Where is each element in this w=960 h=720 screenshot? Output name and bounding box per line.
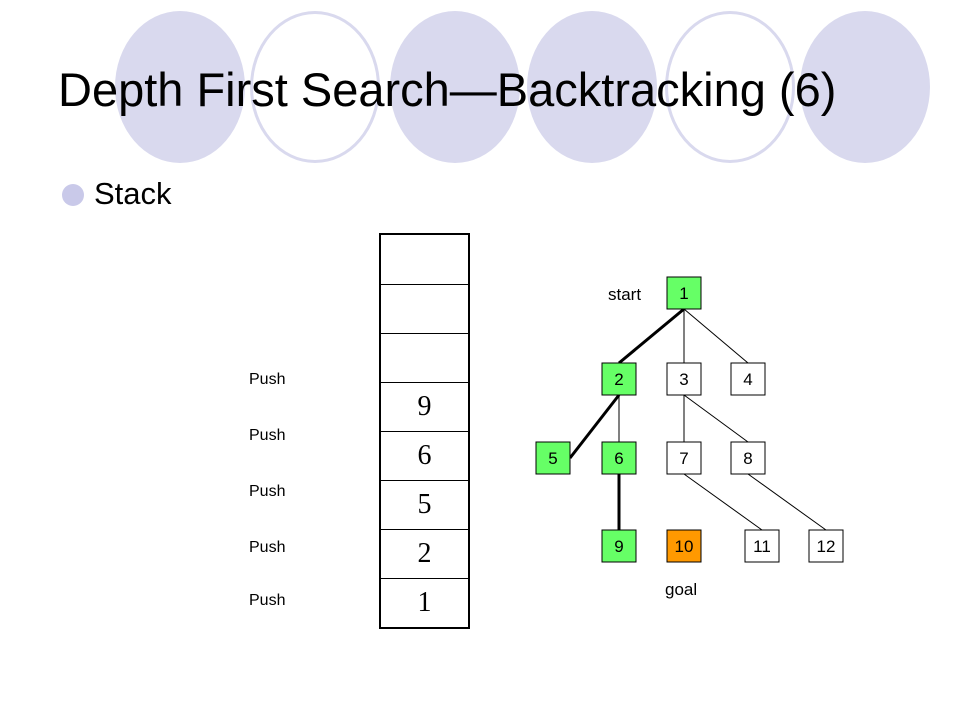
tree-node bbox=[601, 441, 637, 475]
bullet-icon bbox=[62, 184, 84, 206]
bullet-text: Stack bbox=[94, 176, 172, 211]
tree-edge bbox=[683, 308, 749, 364]
tree-node-label: 6 bbox=[614, 449, 623, 468]
push-label: Push bbox=[249, 427, 286, 444]
tree-node-label: 3 bbox=[679, 370, 688, 389]
stack-cell: 6 bbox=[381, 431, 468, 480]
tree-node-label: 12 bbox=[817, 537, 836, 556]
stack-cell: 1 bbox=[381, 578, 468, 627]
tree-node-label: 8 bbox=[743, 449, 752, 468]
tree-edge bbox=[683, 394, 749, 443]
tree-node-label: 1 bbox=[679, 284, 688, 303]
tree-node-label: 11 bbox=[753, 537, 771, 556]
tree-node-label: 2 bbox=[614, 370, 623, 389]
tree-node-label: 7 bbox=[679, 449, 688, 468]
start-label: start bbox=[608, 285, 642, 304]
decor-circle bbox=[527, 11, 657, 163]
tree-edge bbox=[618, 307, 685, 365]
tree-node bbox=[744, 529, 780, 563]
push-label: Push bbox=[249, 592, 286, 609]
stack-cell: 9 bbox=[381, 382, 468, 431]
decor-circle bbox=[115, 11, 245, 163]
tree-node bbox=[535, 441, 571, 475]
tree-node bbox=[730, 362, 766, 396]
tree-node-label: 10 bbox=[675, 537, 694, 556]
tree-node bbox=[601, 529, 637, 563]
tree-edge bbox=[568, 394, 621, 459]
stack-cell: 5 bbox=[381, 480, 468, 529]
stack-cell bbox=[381, 284, 468, 333]
tree-edge bbox=[683, 473, 763, 531]
decor-circle bbox=[665, 11, 795, 163]
stack-cell bbox=[381, 333, 468, 382]
tree-node bbox=[730, 441, 766, 475]
tree-node bbox=[666, 441, 702, 475]
goal-label: goal bbox=[665, 580, 698, 599]
push-label: Push bbox=[249, 483, 286, 500]
decor-circle bbox=[800, 11, 930, 163]
tree-node bbox=[601, 362, 637, 396]
tree-edge bbox=[747, 473, 827, 531]
tree-node bbox=[666, 529, 702, 563]
tree-node bbox=[666, 362, 702, 396]
stack-cell: 2 bbox=[381, 529, 468, 578]
decor-circle bbox=[250, 11, 380, 163]
tree-node-label: 4 bbox=[743, 370, 752, 389]
slide-title: Depth First Search—Backtracking (6) bbox=[58, 63, 837, 116]
tree-node bbox=[666, 276, 702, 310]
decor-circle bbox=[390, 11, 520, 163]
push-label: Push bbox=[249, 539, 286, 556]
push-label: Push bbox=[249, 371, 286, 388]
tree-node bbox=[808, 529, 844, 563]
stack: 9 6 5 2 1 bbox=[379, 233, 470, 629]
tree-node-label: 9 bbox=[614, 537, 623, 556]
tree-node-label: 5 bbox=[548, 449, 557, 468]
